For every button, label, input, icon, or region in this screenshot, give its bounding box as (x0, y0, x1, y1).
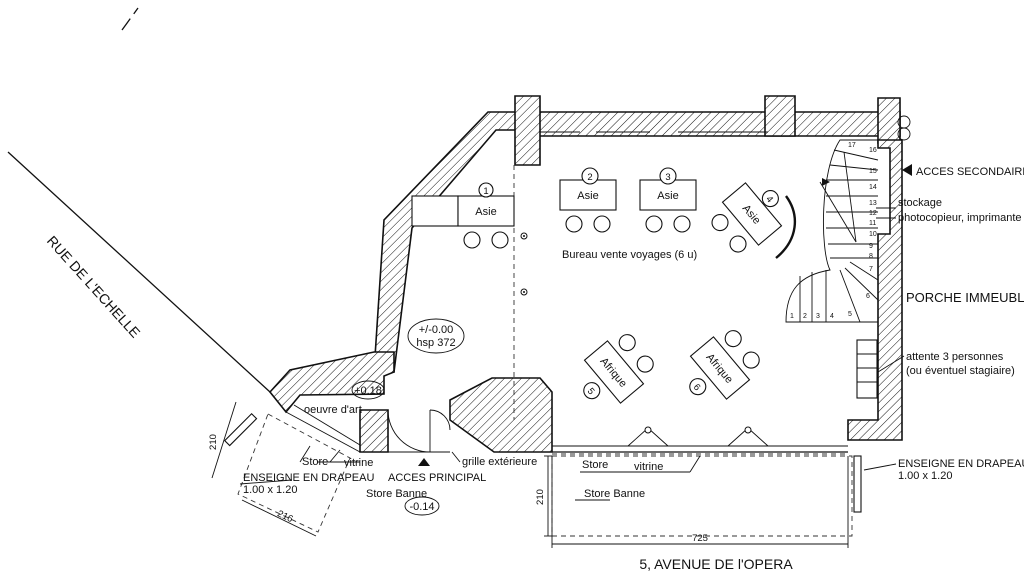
access-main-label: ACCES PRINCIPAL (388, 472, 486, 484)
entry-doors (387, 409, 451, 453)
staircase (785, 139, 879, 323)
level-marker-entry: +0.18 (351, 380, 385, 400)
shelf (411, 195, 459, 227)
level-main: +/-0.00 (419, 324, 454, 336)
stair-step-number: 14 (869, 184, 877, 191)
wall-north-east (877, 97, 901, 144)
desk-2-region: Asie (577, 190, 598, 202)
access-secondary-arrow (902, 164, 912, 176)
desk-1-number: 1 (483, 186, 488, 197)
access-secondary-label: ACCES SECONDAIRE (916, 166, 1024, 178)
desk-4: Asie 4 (711, 182, 783, 253)
access-main-arrow (418, 458, 430, 466)
vitrine-left-label: vitrine (344, 457, 373, 469)
wall-pier-2 (764, 95, 796, 137)
left-facade (285, 404, 361, 453)
stair-step-number: 1 (790, 313, 794, 320)
stair-step-number: 10 (869, 231, 877, 238)
desk-2-number: 2 (587, 172, 592, 183)
desk-1-region: Asie (475, 206, 496, 218)
wall-bay (897, 127, 911, 141)
vitrine-right-label: vitrine (634, 461, 663, 473)
stair-step-number: 6 (866, 293, 870, 300)
store-left-label: Store (302, 456, 328, 468)
awning-right (544, 455, 853, 548)
wall-central-pillar (449, 377, 553, 453)
sign-left-title: ENSEIGNE EN DRAPEAU (243, 472, 374, 484)
waiting-bench (856, 339, 878, 399)
stair-step-number: 15 (869, 168, 877, 175)
desk-5-number: 5 (585, 386, 597, 397)
curved-screen (775, 195, 797, 259)
stair-step-number: 5 (848, 311, 852, 318)
desk-2: Asie 2 (559, 167, 617, 233)
leader-line (863, 463, 897, 471)
leader-line (451, 451, 461, 463)
wall-east (847, 139, 903, 441)
dim-right-depth: 210 (535, 489, 546, 505)
street-edge-line (7, 151, 271, 393)
stair-step-number: 12 (869, 210, 877, 217)
store-right-label: Store (582, 459, 608, 471)
stair-step-number: 13 (869, 200, 877, 207)
stair-step-number: 11 (869, 220, 876, 227)
sign-right-size: 1.00 x 1.20 (898, 470, 952, 482)
sign-left-size: 1.00 x 1.20 (243, 484, 297, 496)
leader-line (877, 355, 905, 373)
office-label: Bureau vente voyages (6 u) (562, 249, 697, 261)
waiting-line-2: (ou éventuel stagiaire) (906, 365, 1015, 377)
stair-step-number: 9 (869, 243, 873, 250)
dim-left-depth: 210 (208, 434, 219, 450)
stair-step-number: 4 (830, 313, 834, 320)
stair-step-number: 17 (848, 142, 856, 149)
desk-5: Afrique 5 (583, 334, 654, 404)
wall-pier-entry (359, 409, 389, 453)
dim-left-width: 216 (276, 508, 295, 525)
desk-3: Asie 3 (639, 167, 697, 233)
street-edge-line-dashed (121, 7, 139, 31)
column-marker (520, 232, 528, 296)
desk-1: Asie 1 (457, 182, 515, 249)
porch-label: PORCHE IMMEUBLE (906, 290, 1024, 305)
dim-right-width: 725 (692, 533, 708, 544)
stair-step-number: 7 (869, 266, 873, 273)
wall-south-west (268, 351, 395, 414)
grille-label: grille extérieure (462, 456, 537, 468)
stair-step-number: 3 (816, 313, 820, 320)
waiting-line-1: attente 3 personnes (906, 351, 1004, 363)
street-left-label: RUE DE L'ECHELLE (44, 233, 144, 341)
ceiling-height: hsp 372 (416, 337, 455, 349)
south-facade-windows (552, 426, 848, 453)
awning-left (211, 401, 360, 537)
stair-step-number: 16 (869, 147, 877, 154)
sign-right-flag (853, 455, 862, 513)
awning-left-label: Store Banne (366, 488, 427, 500)
artwork-label: oeuvre d'art (304, 404, 362, 416)
level-entry: +0.18 (354, 385, 382, 397)
level-marker-street: -0.14 (404, 496, 440, 516)
stair-step-numbers: 17 16 15 14 13 12 11 10 9 8 7 6 1 2 3 4 … (790, 142, 877, 320)
copier-label: photocopieur, imprimante (898, 212, 1022, 224)
desk-3-region: Asie (657, 190, 678, 202)
desk-6-number: 6 (691, 382, 703, 393)
stair-step-number: 8 (869, 253, 873, 260)
level-street: -0.14 (409, 501, 434, 513)
desk-6: Afrique 6 (689, 330, 760, 400)
desk-3-number: 3 (665, 172, 670, 183)
wall-pier-1 (514, 95, 541, 166)
sign-right-title: ENSEIGNE EN DRAPEAU (898, 458, 1024, 470)
street-bottom-label: 5, AVENUE DE l'OPERA (639, 556, 793, 572)
stair-step-number: 2 (803, 313, 807, 320)
storage-label: stockage (898, 197, 942, 209)
desk-4-number: 4 (763, 194, 775, 205)
level-marker-main: +/-0.00 hsp 372 (407, 318, 465, 354)
awning-right-label: Store Banne (584, 488, 645, 500)
